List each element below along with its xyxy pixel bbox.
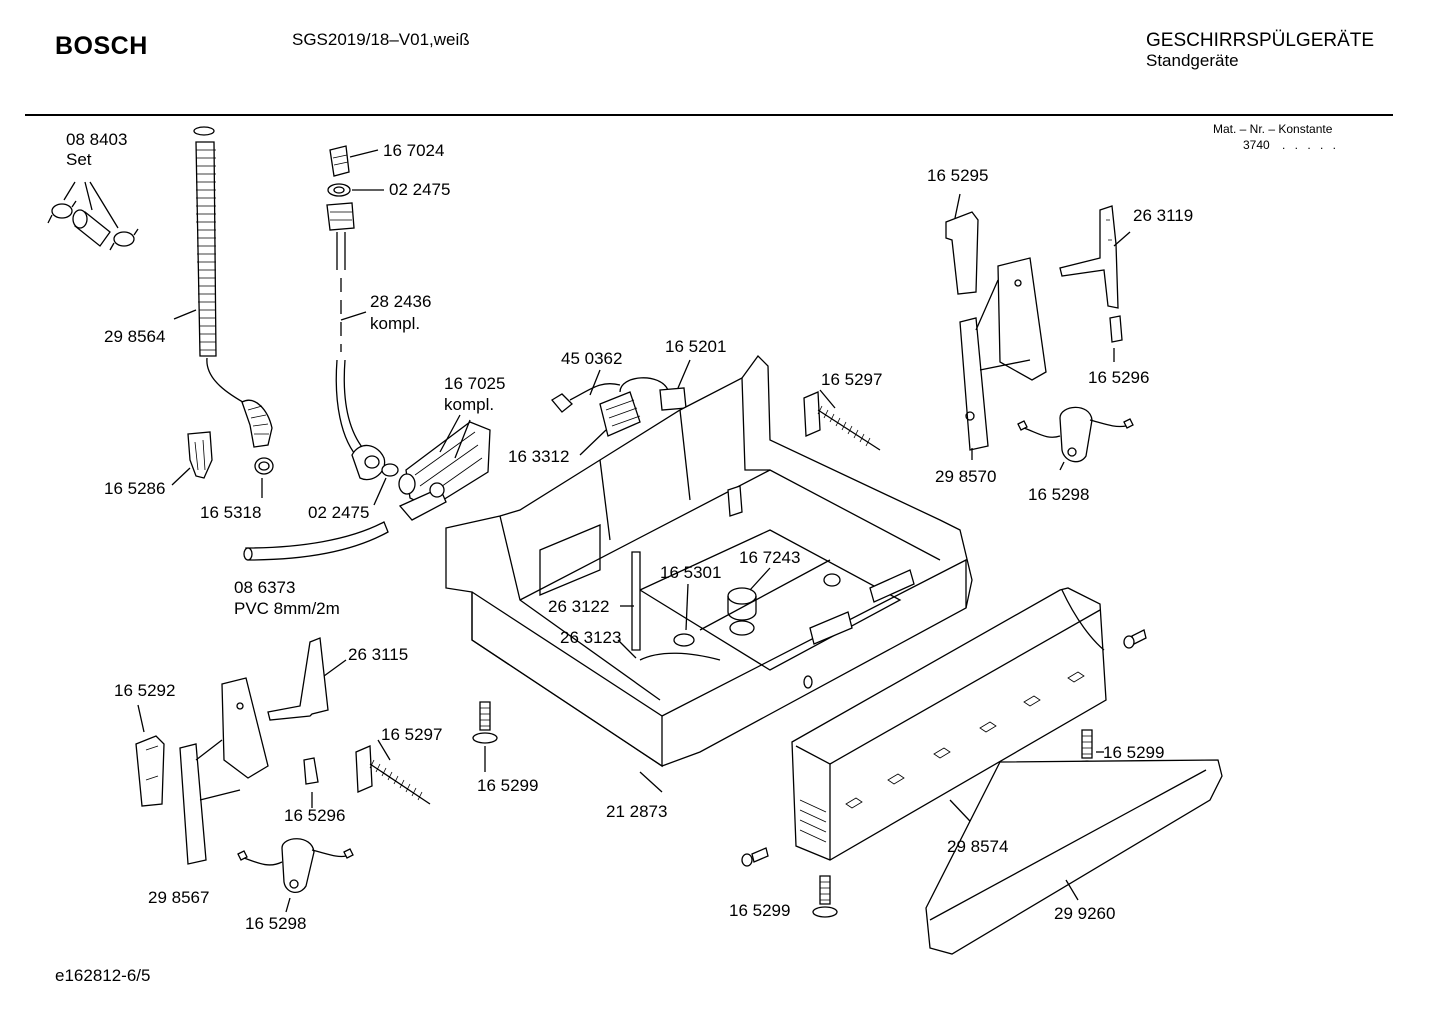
label-167243: 16 7243 <box>739 548 801 567</box>
hinge-left-parts <box>135 637 347 865</box>
label-282436: 28 2436 <box>370 292 432 311</box>
hinge-lever-right-part <box>1017 406 1134 471</box>
label-165297-right: 16 5297 <box>821 370 883 389</box>
product-subcategory: Standgeräte <box>1146 51 1239 70</box>
label-165286: 16 5286 <box>104 479 166 498</box>
label-pvc: PVC 8mm/2m <box>234 599 340 618</box>
hinge-right-parts <box>945 193 1131 460</box>
label-212873: 21 2873 <box>606 802 668 821</box>
label-022475-bottom: 02 2475 <box>308 503 370 522</box>
label-165298-left: 16 5298 <box>245 914 307 933</box>
door-spring-left-part <box>355 739 431 805</box>
hinge-lever-left-part <box>237 838 354 913</box>
hose-clamp-set-part <box>47 181 139 251</box>
label-298570: 29 8570 <box>935 467 997 486</box>
label-298564: 29 8564 <box>104 327 166 346</box>
plinth-panel-part <box>791 587 1107 861</box>
inlet-valve-part <box>398 414 491 521</box>
label-165296-right: 16 5296 <box>1088 368 1150 387</box>
pvc-hose-part <box>243 521 389 561</box>
inlet-hose-part <box>326 145 399 506</box>
label-kompl-282436: kompl. <box>370 314 421 333</box>
label-165292: 16 5292 <box>114 681 176 700</box>
label-165301: 16 5301 <box>660 563 722 582</box>
label-165201: 16 5201 <box>665 337 727 356</box>
door-spring-right-part <box>803 389 881 451</box>
label-298574: 29 8574 <box>947 837 1009 856</box>
base-tub-part <box>445 355 973 793</box>
drain-hose-part <box>173 126 274 498</box>
hose-holder-part <box>171 431 213 486</box>
label-167024: 16 7024 <box>383 141 445 160</box>
label-kompl-167025: kompl. <box>444 395 495 414</box>
label-263123: 26 3123 <box>560 628 622 647</box>
document-id: e162812-6/5 <box>55 966 151 985</box>
label-165299-right: 16 5299 <box>1103 743 1165 762</box>
label-165297-left: 16 5297 <box>381 725 443 744</box>
mat-nr-label: Mat. – Nr. – Konstante <box>1213 122 1333 136</box>
mat-nr-value: 3740 <box>1243 138 1270 152</box>
label-165298-right: 16 5298 <box>1028 485 1090 504</box>
header-rule <box>25 114 1393 116</box>
label-263115: 26 3115 <box>348 645 409 664</box>
label-165299-left: 16 5299 <box>477 776 539 795</box>
label-022475-top: 02 2475 <box>389 180 451 199</box>
product-category: GESCHIRRSPÜLGERÄTE <box>1146 30 1375 51</box>
label-165296-left: 16 5296 <box>284 806 346 825</box>
label-165295: 16 5295 <box>927 166 989 185</box>
label-set: Set <box>66 150 92 169</box>
label-299260: 29 9260 <box>1054 904 1116 923</box>
label-165318: 16 5318 <box>200 503 262 522</box>
brand-logo: BOSCH <box>55 32 148 60</box>
label-163312: 16 3312 <box>508 447 570 466</box>
front-trim-part <box>925 759 1223 955</box>
label-167025: 16 7025 <box>444 374 506 393</box>
label-263119: 26 3119 <box>1133 206 1194 225</box>
label-450362: 45 0362 <box>561 349 623 368</box>
label-165299-bottom: 16 5299 <box>729 901 791 920</box>
mat-nr-dots: . . . . . <box>1282 138 1340 152</box>
label-086373: 08 6373 <box>234 578 296 597</box>
model-number: SGS2019/18–V01,weiß <box>292 30 470 49</box>
label-088403: 08 8403 <box>66 130 128 149</box>
label-298567: 29 8567 <box>148 888 210 907</box>
label-263122: 26 3122 <box>548 597 610 616</box>
electrical-parts <box>551 359 691 456</box>
